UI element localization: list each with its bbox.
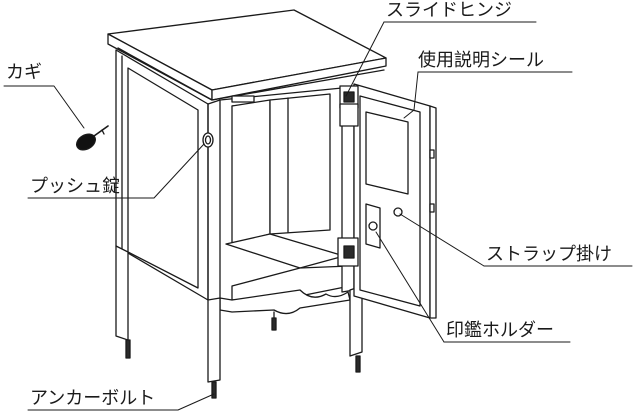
leader-lines xyxy=(3,21,633,411)
key-icon xyxy=(76,125,109,151)
callout-slide-hinge: スライドヒンジ xyxy=(386,0,512,21)
slide-hinges xyxy=(337,85,359,267)
push-lock-icon xyxy=(202,132,214,148)
callout-strap-hook: ストラップ掛け xyxy=(486,244,612,265)
cabinet-body xyxy=(207,85,355,315)
callout-push-lock: プッシュ錠 xyxy=(30,176,120,197)
side-panel xyxy=(115,49,221,301)
callout-seal-holder: 印鑑ホルダー xyxy=(446,320,554,341)
callout-manual-sticker: 使用説明シール xyxy=(418,50,544,71)
callout-key: カギ xyxy=(6,62,42,83)
cabinet-top xyxy=(107,9,387,101)
manual-sticker xyxy=(365,111,409,195)
callout-anchor-bolt: アンカーボルト xyxy=(30,388,156,409)
cabinet-legs xyxy=(115,245,363,383)
anchor-bolts xyxy=(125,317,361,399)
door xyxy=(353,83,437,319)
